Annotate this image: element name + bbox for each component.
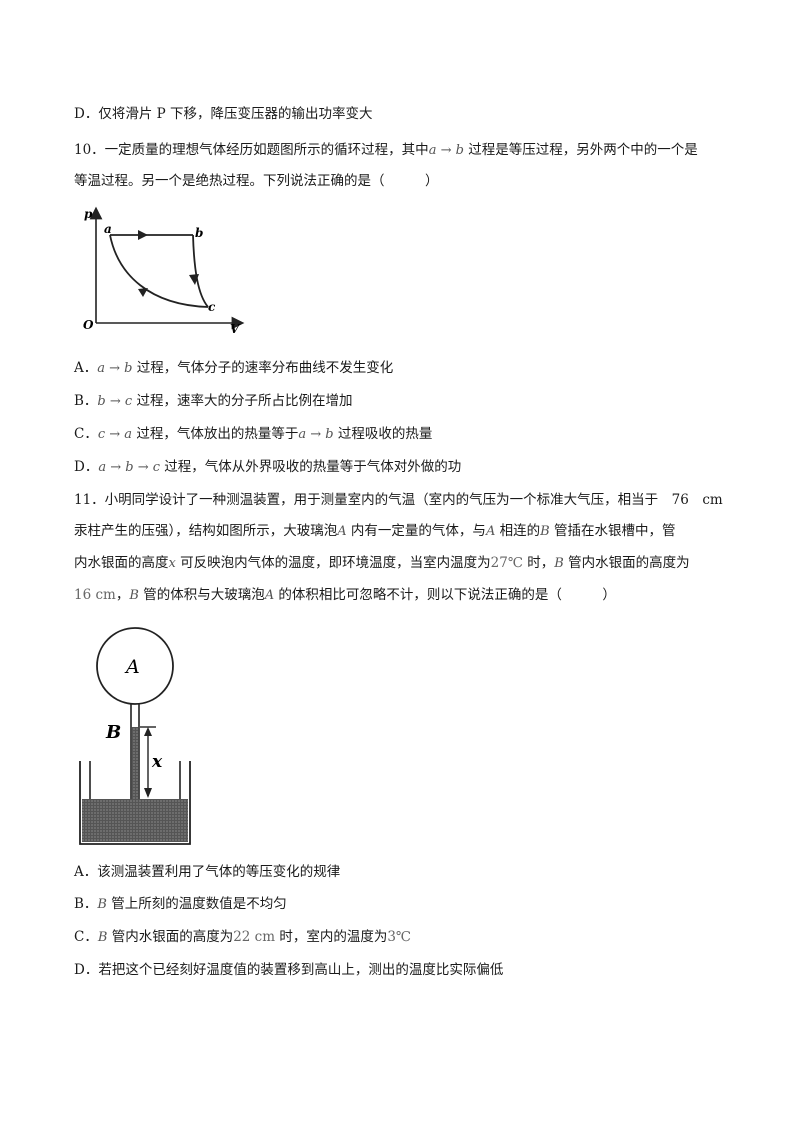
value-22cm: 22 cm (233, 929, 276, 945)
q10-stem-text: 等温过程。另一个是绝热过程。下列说法正确的是（ ） (74, 173, 439, 189)
q10-option-a: A．a → b 过程，气体分子的速率分布曲线不发生变化 (74, 358, 393, 379)
value-27c: 27℃ (490, 555, 523, 571)
q9-option-d-text: D．仅将滑片 P 下移，降压变压器的输出功率变大 (74, 106, 373, 122)
option-label: B． (74, 393, 98, 409)
formula-c-to-a: c → a (97, 427, 133, 442)
arrow-c-a (138, 288, 148, 297)
q11-option-a: A．该测温装置利用了气体的等压变化的规律 (74, 862, 340, 882)
q11-option-b: B．B 管上所刻的温度数值是不均匀 (74, 894, 287, 915)
bulb-label: A (124, 656, 140, 678)
option-text: A．该测温装置利用了气体的等压变化的规律 (74, 864, 341, 880)
q11-stem-line3: 内水银面的高度x 可反映泡内气体的温度，即环境温度，当室内温度为27℃ 时，B … (74, 553, 690, 574)
option-label: B． (74, 896, 98, 912)
symbol-a: A (337, 524, 347, 539)
glass-bulb (96, 627, 174, 705)
symbol-a: A (264, 588, 275, 603)
q11-stem-line2: 汞柱产生的压强），结构如图所示，大玻璃泡A 内有一定量的气体，与A 相连的B 管… (74, 521, 675, 542)
point-c-label: c (208, 300, 216, 314)
option-text: 管上所刻的温度数值是不均匀 (106, 896, 287, 912)
mercury-trough (79, 761, 191, 845)
q10-stem-line1: 10．一定质量的理想气体经历如题图所示的循环过程，其中a → b 过程是等压过程… (74, 140, 698, 161)
q11-stem-text: 管插在水银槽中，管 (549, 523, 676, 539)
thermometer-apparatus: A B x (79, 627, 191, 845)
option-text: 管内水银面的高度为 (107, 929, 234, 945)
q11-stem-line4: 16 cm，B 管的体积与大玻璃泡A 的体积相比可忽略不计，则以下说法正确的是（… (74, 585, 616, 606)
q10-option-b: B．b → c 过程，速率大的分子所占比例在增加 (74, 391, 352, 412)
x-label: x (151, 752, 163, 772)
symbol-b: B (97, 897, 107, 912)
q11-stem-text: 11．小明同学设计了一种测温装置，用于测量室内的气温（室内的气压为一个标准大气压… (74, 492, 723, 508)
q11-stem-text: 相连的 (495, 523, 541, 539)
q11-stem-text: 可反映泡内气体的温度，即环境温度，当室内温度为 (175, 555, 491, 571)
symbol-x: x (168, 556, 176, 571)
q11-stem-text: ， (115, 587, 130, 603)
q9-option-d: D．仅将滑片 P 下移，降压变压器的输出功率变大 (74, 104, 373, 124)
q11-stem-text: 内水银面的高度 (74, 555, 169, 571)
formula-a-b-c: a → b → c (98, 460, 160, 475)
formula-a-to-b: a → b (298, 427, 334, 442)
formula-a-to-b: a → b (97, 361, 133, 376)
symbol-a: A (485, 524, 496, 539)
option-text: 过程，气体放出的热量等于 (132, 426, 299, 442)
symbol-b: B (129, 588, 139, 603)
q11-stem-text: 管的体积与大玻璃泡 (138, 587, 265, 603)
formula-a-to-b: a → b (428, 143, 464, 158)
point-a-label: a (104, 222, 112, 236)
option-label: D． (74, 459, 99, 475)
p-axis-label: p (84, 207, 93, 221)
q11-stem-text: 管内水银面的高度为 (563, 555, 690, 571)
q11-stem-text: 时， (522, 555, 555, 571)
q11-stem-text: 内有一定量的气体，与 (346, 523, 486, 539)
point-b-label: b (195, 226, 203, 240)
option-text: 过程，速率大的分子所占比例在增加 (132, 393, 353, 409)
q11-option-c: C．B 管内水银面的高度为22 cm 时，室内的温度为3℃ (74, 927, 411, 948)
origin-label: O (83, 318, 94, 332)
symbol-b: B (554, 556, 564, 571)
symbol-b: B (540, 524, 550, 539)
formula-b-to-c: b → c (97, 394, 133, 409)
arrow-a-b (138, 230, 148, 240)
q10-stem-text: 过程是等压过程，另外两个中的一个是 (463, 142, 698, 158)
x-arrow-down (144, 788, 152, 798)
process-c-a (109, 234, 209, 308)
q10-option-d: D．a → b → c 过程，气体从外界吸收的热量等于气体对外做的功 (74, 457, 461, 478)
pv-diagram: p V O a b c (83, 206, 245, 335)
q11-stem-text: 的体积相比可忽略不计，则以下说法正确的是（ ） (274, 587, 616, 603)
q10-stem-line2: 等温过程。另一个是绝热过程。下列说法正确的是（ ） (74, 171, 439, 191)
option-label: A． (74, 360, 98, 376)
q10-option-c: C．c → a 过程，气体放出的热量等于a → b 过程吸收的热量 (74, 424, 432, 445)
tube-label: B (105, 722, 121, 743)
tube-mercury (131, 727, 139, 807)
option-text: 过程吸收的热量 (333, 426, 433, 442)
option-text: D．若把这个已经刻好温度值的装置移到高山上，测出的温度比实际偏低 (74, 962, 504, 978)
option-text: 过程，气体分子的速率分布曲线不发生变化 (132, 360, 394, 376)
q10-stem-text: 10．一定质量的理想气体经历如题图所示的循环过程，其中 (74, 142, 429, 158)
tube-in-pool (131, 799, 139, 807)
arrow-b-c (189, 274, 199, 285)
symbol-b: B (97, 930, 108, 945)
value-16cm: 16 cm (74, 587, 116, 603)
trough-inner-wall (89, 761, 181, 799)
q11-stem-text: 汞柱产生的压强），结构如图所示，大玻璃泡 (74, 523, 338, 539)
option-label: C． (74, 929, 98, 945)
option-label: C． (74, 426, 98, 442)
option-text: 时，室内的温度为 (275, 929, 388, 945)
option-text: 过程，气体从外界吸收的热量等于气体对外做的功 (160, 459, 462, 475)
q11-stem-line1: 11．小明同学设计了一种测温装置，用于测量室内的气温（室内的气压为一个标准大气压… (74, 490, 723, 510)
x-arrow-up (144, 727, 152, 736)
value-3c: 3℃ (387, 929, 412, 945)
v-axis-label: V (230, 322, 241, 335)
process-b-c (192, 234, 209, 308)
q11-option-d: D．若把这个已经刻好温度值的装置移到高山上，测出的温度比实际偏低 (74, 960, 503, 980)
